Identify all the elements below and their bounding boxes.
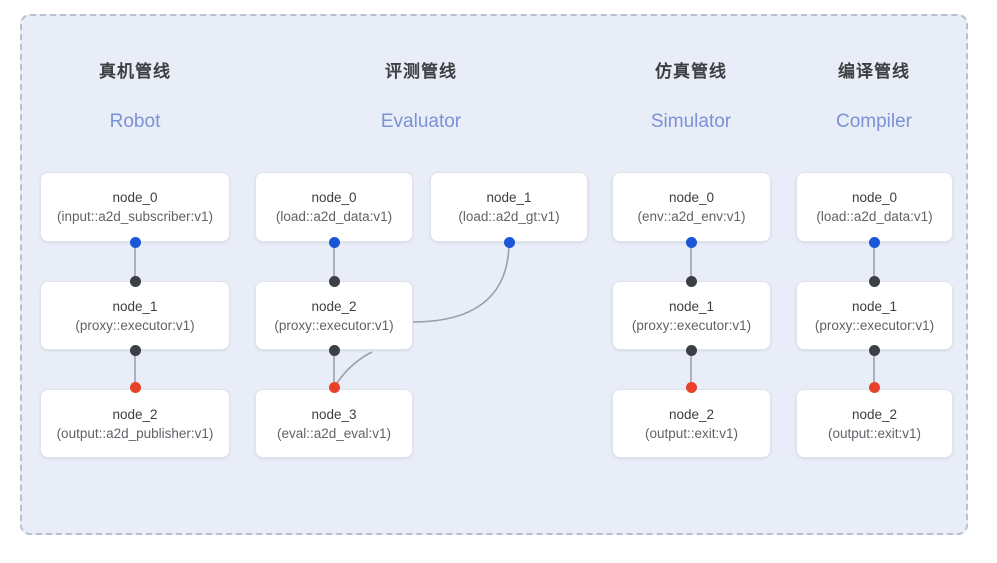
port-output-evaluator-node_0[interactable]	[328, 236, 340, 248]
node-kind: (load::a2d_data:v1)	[816, 209, 933, 224]
node-robot-node_1[interactable]: node_1 (proxy::executor:v1)	[40, 281, 230, 350]
port-output-compiler-node_1[interactable]	[868, 344, 880, 356]
node-kind: (proxy::executor:v1)	[274, 317, 394, 333]
port-output-evaluator-node_2[interactable]	[328, 344, 340, 356]
node-name: node_2	[311, 298, 357, 314]
node-kind: (output::exit:v1)	[644, 425, 739, 441]
node-name: node_1	[851, 298, 898, 314]
node-robot-node_0[interactable]: node_0 (input::a2d_subscriber:v1)	[40, 172, 230, 242]
node-compiler-node_1[interactable]: node_1 (proxy::executor:v1)	[796, 281, 953, 350]
node-simulator-node_2[interactable]: node_2 (output::exit:v1)	[612, 389, 771, 458]
node-name: node_0	[668, 190, 715, 205]
port-input-simulator-node_2[interactable]	[685, 381, 697, 393]
port-output-evaluator-node_1-gt[interactable]	[503, 236, 515, 248]
node-kind: (load::a2d_data:v1)	[275, 209, 393, 224]
node-robot-node_2[interactable]: node_2 (output::a2d_publisher:v1)	[40, 389, 230, 458]
node-name: node_1	[486, 190, 532, 205]
port-input-simulator-node_1[interactable]	[685, 275, 697, 287]
node-simulator-node_0[interactable]: node_0 (env::a2d_env:v1)	[612, 172, 771, 242]
node-name: node_3	[311, 406, 357, 422]
node-evaluator-node_0[interactable]: node_0 (load::a2d_data:v1)	[255, 172, 413, 242]
port-input-robot-node_2[interactable]	[129, 381, 141, 393]
node-evaluator-node_3[interactable]: node_3 (eval::a2d_eval:v1)	[255, 389, 413, 458]
node-name: node_1	[112, 298, 158, 314]
node-kind: (env::a2d_env:v1)	[637, 209, 746, 224]
node-name: node_0	[851, 190, 898, 205]
port-input-robot-node_1[interactable]	[129, 275, 141, 287]
port-output-robot-node_0[interactable]	[129, 236, 141, 248]
port-output-robot-node_1[interactable]	[129, 344, 141, 356]
node-evaluator-node_1-gt[interactable]: node_1 (load::a2d_gt:v1)	[430, 172, 588, 242]
node-name: node_1	[668, 298, 715, 314]
node-name: node_2	[112, 406, 158, 422]
node-kind: (eval::a2d_eval:v1)	[276, 425, 392, 441]
port-output-simulator-node_1[interactable]	[685, 344, 697, 356]
node-compiler-node_0[interactable]: node_0 (load::a2d_data:v1)	[796, 172, 953, 242]
node-name: node_2	[851, 406, 898, 422]
node-kind: (proxy::executor:v1)	[75, 317, 195, 333]
node-kind: (input::a2d_subscriber:v1)	[56, 209, 214, 224]
port-input-evaluator-node_3[interactable]	[328, 381, 340, 393]
node-kind: (load::a2d_gt:v1)	[458, 209, 560, 224]
port-input-compiler-node_2[interactable]	[868, 381, 880, 393]
node-name: node_0	[112, 190, 158, 205]
node-compiler-node_2[interactable]: node_2 (output::exit:v1)	[796, 389, 953, 458]
port-output-simulator-node_0[interactable]	[685, 236, 697, 248]
node-kind: (proxy::executor:v1)	[814, 317, 935, 333]
port-input-compiler-node_1[interactable]	[868, 275, 880, 287]
node-kind: (proxy::executor:v1)	[631, 317, 752, 333]
node-name: node_2	[668, 406, 715, 422]
node-simulator-node_1[interactable]: node_1 (proxy::executor:v1)	[612, 281, 771, 350]
port-output-compiler-node_0[interactable]	[868, 236, 880, 248]
node-name: node_0	[311, 190, 357, 205]
node-kind: (output::a2d_publisher:v1)	[56, 425, 214, 441]
port-input-evaluator-node_2[interactable]	[328, 275, 340, 287]
node-evaluator-node_2[interactable]: node_2 (proxy::executor:v1)	[255, 281, 413, 350]
node-kind: (output::exit:v1)	[827, 425, 922, 441]
